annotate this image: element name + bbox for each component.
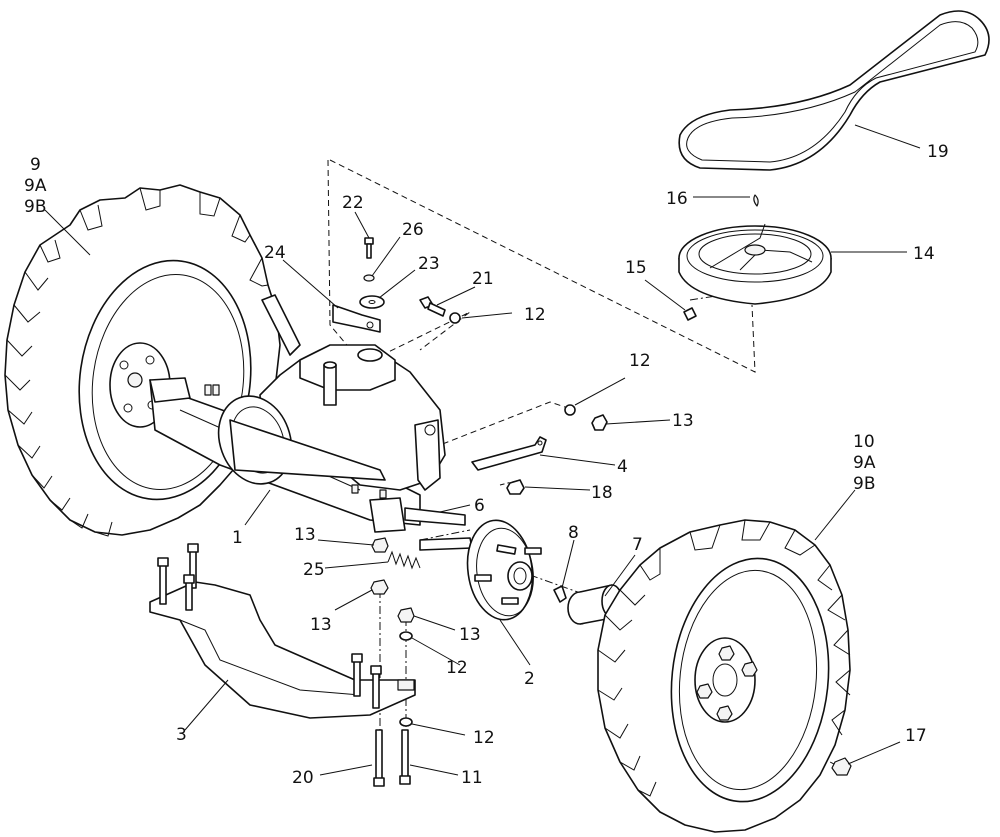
label-2: 2 [524,669,535,689]
label-12-mid: 12 [446,658,468,678]
lower-hardware [370,537,415,787]
label-12-top: 12 [524,305,546,325]
label-22: 22 [342,193,364,213]
label-16: 16 [666,189,688,209]
label-12-right: 12 [629,351,651,371]
pulley [678,194,832,321]
label-8: 8 [568,523,579,543]
label-17: 17 [905,726,927,746]
label-6: 6 [474,496,485,516]
label-10: 10 [853,432,875,452]
leader-lines [44,124,921,776]
label-13-c: 13 [459,625,481,645]
label-24: 24 [264,243,286,263]
label-26: 26 [402,220,424,240]
hub-assembly [387,519,623,625]
label-15: 15 [625,258,647,278]
mounting-plate [149,543,416,719]
callout-labels: 9 9A 9B 1 2 3 4 6 7 8 10 9A 9B 11 12 12 … [24,142,949,788]
label-3: 3 [176,725,187,745]
label-9: 9 [30,155,41,175]
label-19: 19 [927,142,949,162]
label-25: 25 [303,560,325,580]
label-10-9b: 9B [853,474,875,494]
label-1: 1 [232,528,243,548]
belt [678,10,990,171]
label-14: 14 [913,244,935,264]
label-10-9a: 9A [853,453,876,473]
label-20: 20 [292,768,314,788]
label-13-d: 13 [310,615,332,635]
bracket-hardware [471,404,608,495]
label-23: 23 [418,254,440,274]
label-18: 18 [591,483,613,503]
transmission-assembly [149,294,466,533]
label-21: 21 [472,269,494,289]
label-7: 7 [632,535,643,555]
left-wheel [4,184,281,537]
label-11: 11 [461,768,483,788]
label-13-a: 13 [294,525,316,545]
right-wheel [597,519,852,833]
label-9b: 9B [24,197,46,217]
label-9a: 9A [24,176,47,196]
label-12-bottom: 12 [473,728,495,748]
label-4: 4 [617,457,628,477]
top-hardware [332,237,461,333]
label-13-b: 13 [672,411,694,431]
